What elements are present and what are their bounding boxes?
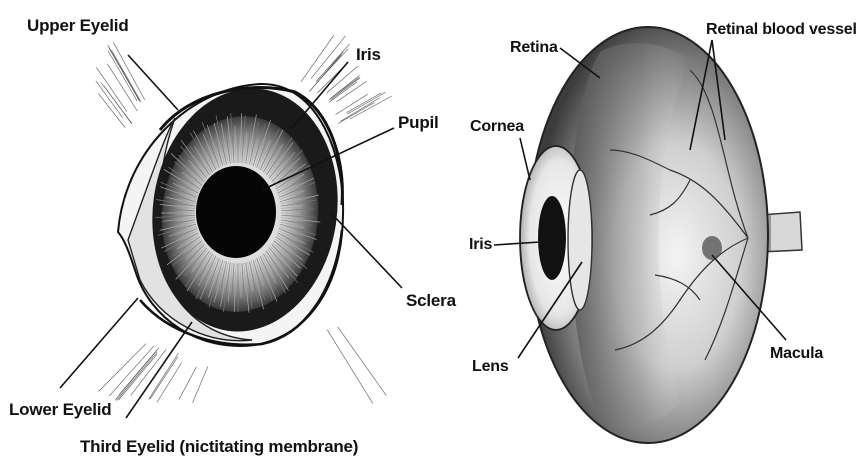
fur-stroke [99, 94, 126, 128]
leader-cornea [520, 138, 530, 180]
label-retinal-blood-vessels: Retinal blood vessels [706, 21, 856, 38]
fur-stroke [131, 349, 167, 395]
fur-stroke [115, 350, 157, 400]
fur-stroke [119, 354, 158, 400]
fur-stroke [113, 42, 145, 100]
fur-stroke [347, 92, 385, 114]
fur-stroke [96, 67, 127, 111]
iris-section [538, 196, 566, 280]
fur-stroke [316, 44, 350, 82]
fur-stroke [301, 35, 334, 82]
fur-stroke [193, 367, 208, 403]
label-pupil: Pupil [398, 113, 439, 132]
fur-stroke [108, 45, 140, 100]
fur-stroke [338, 327, 387, 396]
fur-stroke [116, 352, 157, 401]
fur-stroke [111, 50, 141, 102]
label-sclera: Sclera [406, 291, 457, 310]
fur-stroke [350, 96, 392, 119]
fur-stroke [179, 367, 196, 400]
pupil [196, 166, 276, 258]
fur-stroke [331, 77, 359, 98]
label-iris-left: Iris [356, 45, 381, 64]
label-cornea: Cornea [470, 118, 524, 135]
lens [568, 170, 592, 310]
macula [702, 236, 722, 260]
label-macula: Macula [770, 345, 823, 362]
label-lens: Lens [472, 358, 509, 375]
label-third-eyelid: Third Eyelid (nictitating membrane) [80, 437, 358, 456]
fur-stroke [346, 93, 381, 113]
leader-lower-eyelid [60, 298, 138, 388]
label-retina: Retina [510, 39, 558, 56]
label-lower-eyelid: Lower Eyelid [9, 400, 111, 419]
label-iris-right: Iris [469, 236, 493, 253]
leader-third-eyelid [126, 322, 192, 418]
leader-sclera [332, 214, 402, 288]
fur-stroke [341, 98, 381, 122]
label-upper-eyelid: Upper Eyelid [27, 16, 129, 35]
external-eye-illustration [96, 35, 392, 403]
eye-cross-section-illustration [520, 27, 802, 443]
fur-stroke [338, 103, 374, 124]
fur-stroke [329, 82, 357, 102]
fur-stroke [108, 51, 137, 102]
